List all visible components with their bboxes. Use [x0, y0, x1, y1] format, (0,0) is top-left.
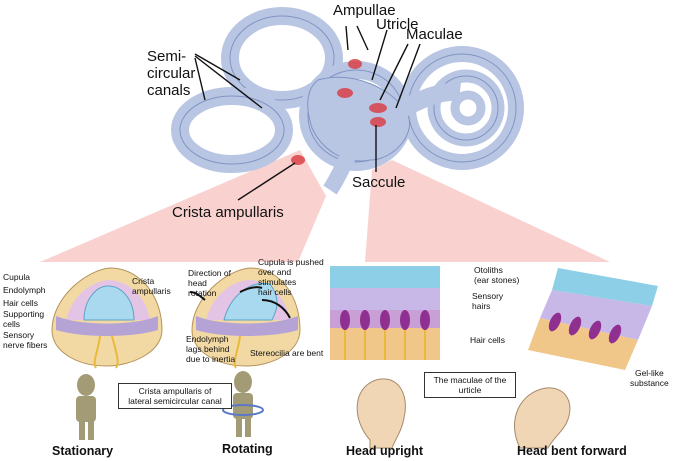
- cochlear-duct: [395, 82, 461, 119]
- label-maculae: Maculae: [406, 26, 463, 43]
- label-supporting-cells: Supporting cells: [3, 309, 45, 329]
- vestibule-body: [307, 76, 411, 162]
- head-bent: [514, 387, 571, 449]
- label-utricle: Utricle: [376, 16, 419, 33]
- label-sensory-hairs: Sensory hairs: [472, 291, 504, 311]
- label-otoliths: Otoliths (ear stones): [474, 265, 520, 285]
- caption-rotating: Rotating: [222, 442, 273, 456]
- macula-upright: [330, 266, 440, 360]
- label-pointer-lines: [194, 25, 421, 201]
- figure-stationary: [76, 374, 96, 440]
- nerve-tube: [323, 145, 359, 195]
- label-gel-like-substance: Gel-like substance: [630, 368, 669, 388]
- label-endolymph-lags: Endolymph lags behind due to inertia: [186, 334, 236, 364]
- label-direction-head-rotation: Direction of head rotation: [188, 268, 231, 298]
- label-crista-ampullaris: Crista ampullaris: [172, 204, 284, 221]
- label-hair-cells-crista: Hair cells: [3, 298, 38, 308]
- label-hair-cells-macula: Hair cells: [470, 335, 505, 345]
- macula-bent: [528, 268, 658, 370]
- red-patches: [291, 59, 387, 165]
- label-saccule: Saccule: [352, 174, 406, 191]
- caption-head-upright: Head upright: [346, 444, 424, 458]
- figure-rotating: [222, 371, 264, 437]
- caption-head-bent-forward: Head bent forward: [517, 444, 627, 458]
- rotation-arrows: [189, 286, 291, 319]
- label-endolymph: Endolymph: [3, 285, 46, 295]
- note-crista-lateral-canal: Crista ampullaris of lateral semicircula…: [118, 383, 232, 409]
- label-crista-ampullaris-small: Crista ampullaris: [132, 276, 171, 296]
- label-sensory-nerve-fibers: Sensory nerve fibers: [3, 330, 48, 350]
- right-zoom-wedge: [365, 160, 610, 262]
- left-zoom-wedge: [40, 150, 326, 262]
- note-maculae-urticle: The maculae of the urticle: [424, 372, 516, 398]
- label-semicircular-canals: Semi- circular canals: [147, 48, 196, 99]
- head-upright: [356, 378, 406, 449]
- label-cupula: Cupula: [3, 272, 30, 282]
- label-stereocilia-bent: Stereocilia are bent: [250, 348, 324, 358]
- label-ampullae: Ampullae: [333, 2, 396, 19]
- caption-stationary: Stationary: [52, 444, 114, 458]
- crista-rotating: [191, 267, 301, 369]
- crista-stationary: [51, 267, 163, 369]
- label-cupula-pushed: Cupula is pushed over and stimulates hai…: [258, 257, 324, 297]
